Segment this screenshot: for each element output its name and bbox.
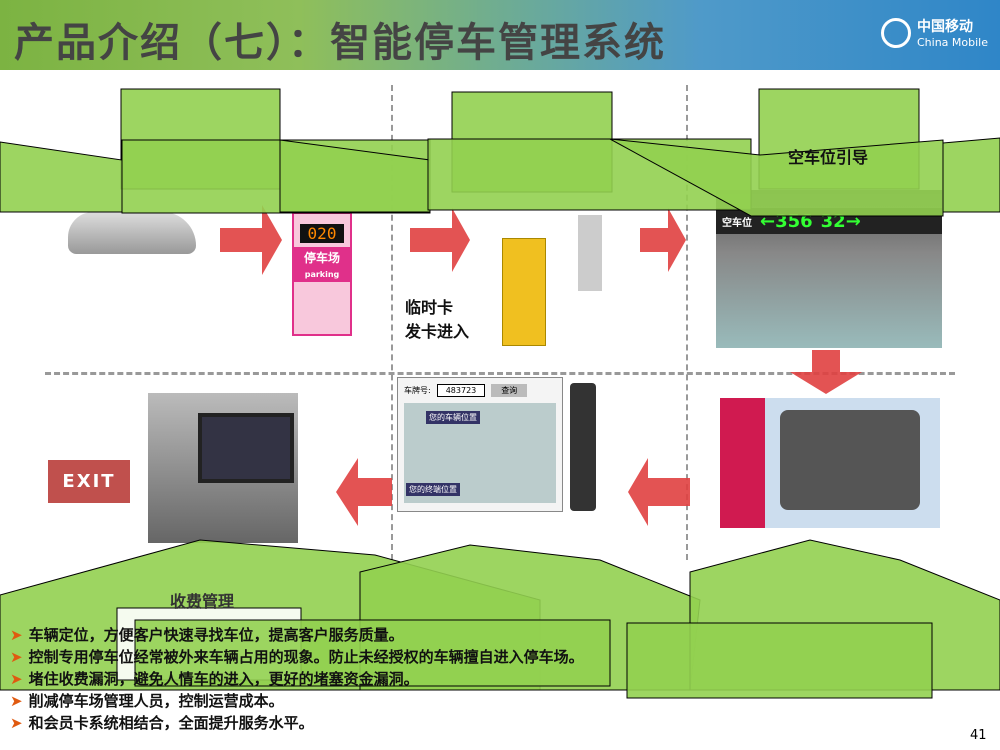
barrier-gate bbox=[578, 215, 602, 291]
kiosk-terminal bbox=[570, 383, 596, 511]
bullet-item: ➤ 堵住收费漏洞，避免人情车的进入，更好的堵塞资金漏洞。 bbox=[10, 668, 584, 690]
arrow-right-icon bbox=[410, 208, 470, 272]
divider bbox=[686, 85, 688, 560]
arrow-bullet-icon: ➤ bbox=[10, 692, 23, 710]
arrow-left-icon bbox=[628, 458, 690, 526]
temp-card-label-2: 发卡进入 bbox=[405, 322, 470, 341]
parking-map-screen bbox=[720, 398, 940, 528]
header-bar bbox=[0, 0, 1000, 70]
ticket-machine bbox=[502, 238, 546, 346]
arrow-bullet-icon: ➤ bbox=[10, 670, 23, 688]
entry-sign: 020 停车场 parking bbox=[292, 212, 352, 336]
divider bbox=[45, 372, 955, 375]
car-image bbox=[68, 212, 196, 254]
arrow-right-icon bbox=[640, 208, 686, 272]
bullet-list: ➤ 车辆定位，方便客户快速寻找车位，提高客户服务质量。 ➤ 控制专用停车位经常被外来… bbox=[10, 624, 584, 734]
bullet-text: 车辆定位，方便客户快速寻找车位，提高客户服务质量。 bbox=[28, 626, 404, 644]
temp-card-label-1: 临时卡 bbox=[405, 298, 454, 317]
arrow-left-icon bbox=[336, 458, 392, 526]
page-number: 41 bbox=[970, 728, 987, 743]
bullet-item: ➤ 车辆定位，方便客户快速寻找车位，提高客户服务质量。 bbox=[10, 624, 584, 646]
guide-label: 空车位引导 bbox=[788, 148, 869, 167]
plate-label: 车牌号: bbox=[404, 386, 431, 395]
bullet-text: 控制专用停车位经常被外来车辆占用的现象。防止未经授权的车辆擅自进入停车场。 bbox=[28, 648, 584, 666]
kiosk-screen: 车牌号: 483723 查询 您的车辆位置 您的终端位置 bbox=[397, 377, 563, 512]
page-title: 产品介绍（七）：智能停车管理系统 bbox=[14, 20, 666, 66]
sign-name: 停车场 bbox=[303, 251, 340, 265]
bullet-item: ➤ 控制专用停车位经常被外来车辆占用的现象。防止未经授权的车辆擅自进入停车场。 bbox=[10, 646, 584, 668]
bullet-text: 削减停车场管理人员，控制运营成本。 bbox=[28, 692, 284, 710]
bullet-text: 堵住收费漏洞，避免人情车的进入，更好的堵塞资金漏洞。 bbox=[28, 670, 419, 688]
space-count: 020 bbox=[300, 224, 344, 243]
divider bbox=[391, 85, 393, 560]
arrow-right-icon bbox=[220, 205, 282, 275]
exit-sign: EXIT bbox=[48, 460, 130, 503]
guide-board-label: 空车位 bbox=[722, 217, 752, 229]
plate-input[interactable]: 483723 bbox=[436, 384, 486, 397]
bullet-item: ➤ 削减停车场管理人员，控制运营成本。 bbox=[10, 690, 584, 712]
sign-sub: parking bbox=[304, 270, 340, 279]
car-position-label: 您的车辆位置 bbox=[426, 411, 480, 424]
arrow-bullet-icon: ➤ bbox=[10, 648, 23, 666]
logo-cn: 中国移动 bbox=[916, 19, 973, 35]
logo-icon bbox=[880, 17, 911, 48]
bullet-item: ➤ 和会员卡系统相结合，全面提升服务水平。 bbox=[10, 712, 584, 734]
query-button[interactable]: 查询 bbox=[491, 384, 528, 397]
bullet-text: 和会员卡系统相结合，全面提升服务水平。 bbox=[28, 714, 314, 732]
logo-en: China Mobile bbox=[916, 36, 988, 49]
terminal-position-label: 您的终端位置 bbox=[406, 483, 460, 496]
toll-booth-photo bbox=[148, 393, 298, 543]
arrow-bullet-icon: ➤ bbox=[10, 714, 23, 732]
arrow-down-icon bbox=[790, 350, 862, 394]
arrow-bullet-icon: ➤ bbox=[10, 626, 23, 644]
fee-management-label: 收费管理 bbox=[170, 592, 235, 611]
